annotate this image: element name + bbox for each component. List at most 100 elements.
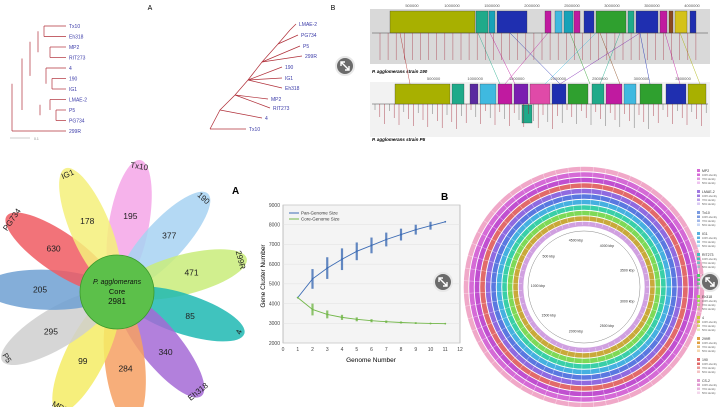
legend-sublabel: 70% identity — [702, 199, 716, 202]
ring-tick-label: 4500 kbp — [569, 239, 583, 243]
circos-gap — [482, 220, 533, 253]
circos-gap — [624, 195, 664, 241]
circos-gap — [519, 339, 552, 390]
taxon-label: 190 — [69, 76, 78, 82]
circos-gap — [629, 328, 674, 370]
taxon-label: MP2 — [271, 97, 282, 103]
legend-swatch — [697, 387, 700, 390]
lcb-block — [668, 10, 674, 34]
legend-swatch — [697, 307, 700, 310]
tick-label: 1500000 — [484, 3, 500, 8]
ring-tick-label: 1500 kbp — [542, 314, 556, 318]
panel-label: A — [232, 186, 239, 197]
x-axis-label: Genome Number — [346, 357, 397, 364]
lcb-connector — [504, 32, 549, 85]
petal-value: 178 — [80, 216, 94, 226]
zoom-button[interactable] — [335, 56, 355, 76]
circos-gap — [580, 348, 583, 407]
circos-gap — [601, 171, 620, 228]
lcb-connector — [477, 32, 501, 85]
legend-label: 190 — [702, 358, 708, 362]
circos-gap — [607, 344, 632, 399]
lcb-block — [475, 10, 489, 34]
circos-gap — [601, 346, 620, 403]
legend-swatch — [697, 274, 700, 277]
circos-gap — [645, 293, 705, 301]
circos-gap — [476, 231, 530, 259]
ring-tick-label: 1000 kbp — [531, 284, 545, 288]
legend-swatch — [697, 177, 700, 180]
legend-swatch — [697, 194, 700, 197]
petal-value: 340 — [158, 347, 172, 357]
legend-swatch — [697, 320, 700, 323]
circos-gap — [613, 180, 643, 233]
legend-label: 4 — [702, 316, 704, 320]
legend-swatch — [697, 316, 700, 319]
lcb-block — [623, 83, 637, 105]
petal-value: 471 — [184, 268, 198, 278]
legend-label: LMAE-2 — [702, 190, 715, 194]
y-tick-label: 3000 — [269, 321, 280, 327]
tree-branch — [277, 34, 299, 45]
expand-icon — [438, 277, 448, 287]
genome1-label: P. agglomerans strain 190 — [372, 69, 428, 74]
y-tick-label: 2000 — [269, 341, 280, 347]
pan-genome-flower-diagram: A 195Tx10377190471299R854340Eh318284LMAE… — [0, 159, 247, 407]
panel-label: B — [441, 192, 448, 203]
legend-swatch — [697, 286, 700, 289]
petal-value: 630 — [46, 243, 60, 253]
circos-gap — [640, 312, 695, 338]
zoom-button[interactable] — [433, 272, 453, 292]
taxon-label: RIT273 — [273, 106, 290, 112]
lcb-block — [665, 83, 687, 105]
lcb-block — [687, 83, 707, 105]
lcb-connector — [599, 32, 621, 85]
zoom-button[interactable] — [700, 272, 720, 292]
circos-gap — [645, 273, 705, 281]
legend-sublabel: 100% identity — [702, 384, 718, 387]
tick-label: 4000000 — [684, 3, 700, 8]
circos-gap — [467, 255, 525, 271]
tick-label: 2000000 — [524, 3, 540, 8]
lcb-block — [451, 83, 465, 105]
lcb-connector — [559, 32, 641, 85]
circos-gap — [637, 318, 689, 349]
lcb-block — [627, 10, 635, 34]
legend-label: MP2 — [702, 169, 709, 173]
x-tick-label: 0 — [282, 347, 285, 353]
ring-tick-label: 500 kbp — [543, 254, 556, 258]
circos-gap — [642, 248, 699, 268]
lcb-block — [394, 83, 451, 105]
legend-sublabel: 70% identity — [702, 325, 716, 328]
circos-gap — [554, 169, 570, 227]
x-tick-label: 4 — [341, 347, 344, 353]
legend-sublabel: 50% identity — [702, 245, 716, 248]
ring-tick-label: 3500 kbp — [620, 268, 634, 272]
circos-gap — [542, 173, 564, 229]
lcb-connector — [664, 32, 681, 85]
circos-gap — [624, 333, 664, 379]
circos-gap — [476, 315, 530, 344]
expand-icon — [705, 277, 715, 287]
x-tick-label: 8 — [400, 347, 403, 353]
legend-sublabel: 70% identity — [702, 178, 716, 181]
circos-gap — [463, 290, 523, 294]
lcb-connector — [679, 32, 701, 85]
legend-swatch — [697, 190, 700, 193]
x-tick-label: 9 — [414, 347, 417, 353]
tick-label: 2500000 — [564, 3, 580, 8]
lcb-block — [551, 83, 567, 105]
tree-branch — [247, 79, 283, 89]
circos-gap — [464, 267, 523, 278]
legend-sublabel: 70% identity — [702, 262, 716, 265]
legend-sublabel: 100% identity — [702, 195, 718, 198]
circos-gap — [464, 296, 523, 307]
legend-swatch — [697, 253, 700, 256]
legend-sublabel: 50% identity — [702, 224, 716, 227]
legend-swatch — [697, 362, 700, 365]
lcb-connector — [569, 32, 591, 85]
taxon-label: 190 — [285, 65, 294, 71]
legend-sublabel: 50% identity — [702, 203, 716, 206]
x-tick-label: 7 — [385, 347, 388, 353]
